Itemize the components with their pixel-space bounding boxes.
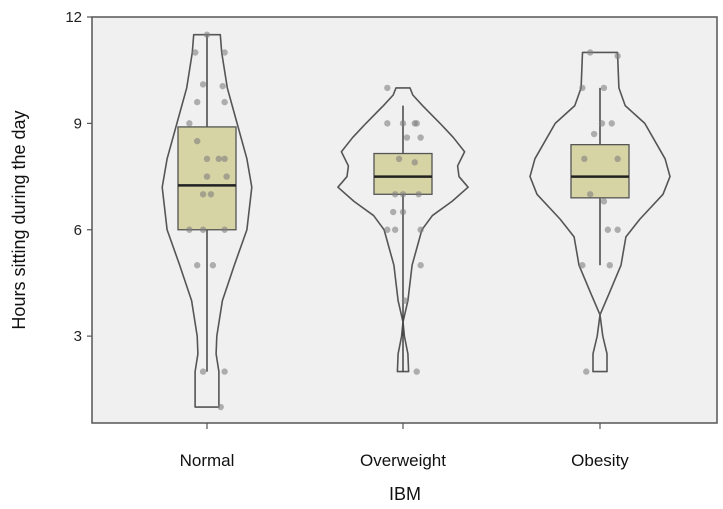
data-point	[209, 262, 217, 269]
x-tick-label: Obesity	[571, 451, 629, 470]
x-tick-label: Overweight	[360, 451, 446, 470]
data-point	[199, 368, 207, 375]
data-point	[384, 84, 391, 92]
data-point	[614, 226, 621, 233]
data-point	[614, 52, 621, 60]
data-point	[192, 49, 199, 56]
data-point	[417, 226, 424, 233]
data-point	[399, 120, 407, 127]
x-tick-label: Normal	[180, 451, 235, 470]
data-point	[399, 191, 407, 198]
data-point	[194, 137, 201, 145]
data-point	[199, 81, 207, 88]
data-point	[194, 98, 201, 106]
data-point	[217, 403, 224, 411]
violin-group-obesity	[529, 49, 671, 375]
data-point	[395, 155, 403, 163]
data-point	[581, 155, 588, 163]
data-point	[600, 198, 608, 205]
data-point	[413, 368, 420, 375]
data-point	[413, 120, 420, 127]
data-point	[219, 82, 226, 90]
y-tick-label: 9	[74, 115, 82, 132]
data-point	[417, 134, 424, 141]
data-point	[207, 191, 215, 198]
data-point	[587, 49, 594, 56]
data-point	[194, 262, 201, 269]
data-point	[411, 159, 418, 166]
data-point	[221, 98, 228, 106]
x-axis-title: IBM	[389, 484, 421, 504]
data-point	[579, 262, 586, 269]
data-point	[614, 155, 621, 163]
data-point	[399, 208, 407, 216]
data-point	[391, 191, 399, 198]
data-point	[390, 208, 397, 216]
violin-outline	[529, 51, 671, 373]
box	[373, 152, 433, 195]
data-point	[403, 134, 411, 141]
data-point	[415, 191, 422, 198]
data-point	[604, 226, 612, 233]
violin-outline	[161, 33, 253, 408]
data-point	[606, 262, 613, 269]
box	[570, 144, 630, 199]
y-axis-title: Hours sitting during the day	[9, 110, 29, 329]
violin-group-overweight	[337, 84, 469, 375]
data-point	[417, 262, 424, 269]
data-point	[221, 155, 228, 163]
data-point	[221, 368, 228, 375]
y-tick-label: 12	[65, 9, 82, 26]
data-point	[384, 226, 391, 233]
data-point	[590, 130, 598, 138]
y-tick-label: 3	[74, 328, 82, 345]
data-point	[186, 226, 193, 233]
data-point	[401, 297, 409, 304]
data-point	[221, 226, 228, 233]
data-point	[583, 368, 590, 375]
data-point	[600, 84, 608, 92]
y-tick-label: 6	[74, 222, 82, 239]
data-point	[215, 155, 222, 163]
data-point	[186, 120, 193, 127]
data-point	[221, 49, 228, 56]
data-point	[579, 84, 586, 92]
data-point	[598, 120, 606, 127]
data-point	[199, 191, 207, 198]
data-point	[203, 155, 211, 163]
data-point	[199, 226, 207, 233]
data-point	[203, 31, 211, 38]
data-point	[587, 191, 594, 198]
data-point	[608, 120, 615, 127]
violin-group-normal	[161, 31, 253, 411]
data-point	[391, 226, 399, 233]
data-point	[223, 173, 230, 180]
data-point	[203, 173, 211, 180]
data-point	[384, 120, 391, 127]
